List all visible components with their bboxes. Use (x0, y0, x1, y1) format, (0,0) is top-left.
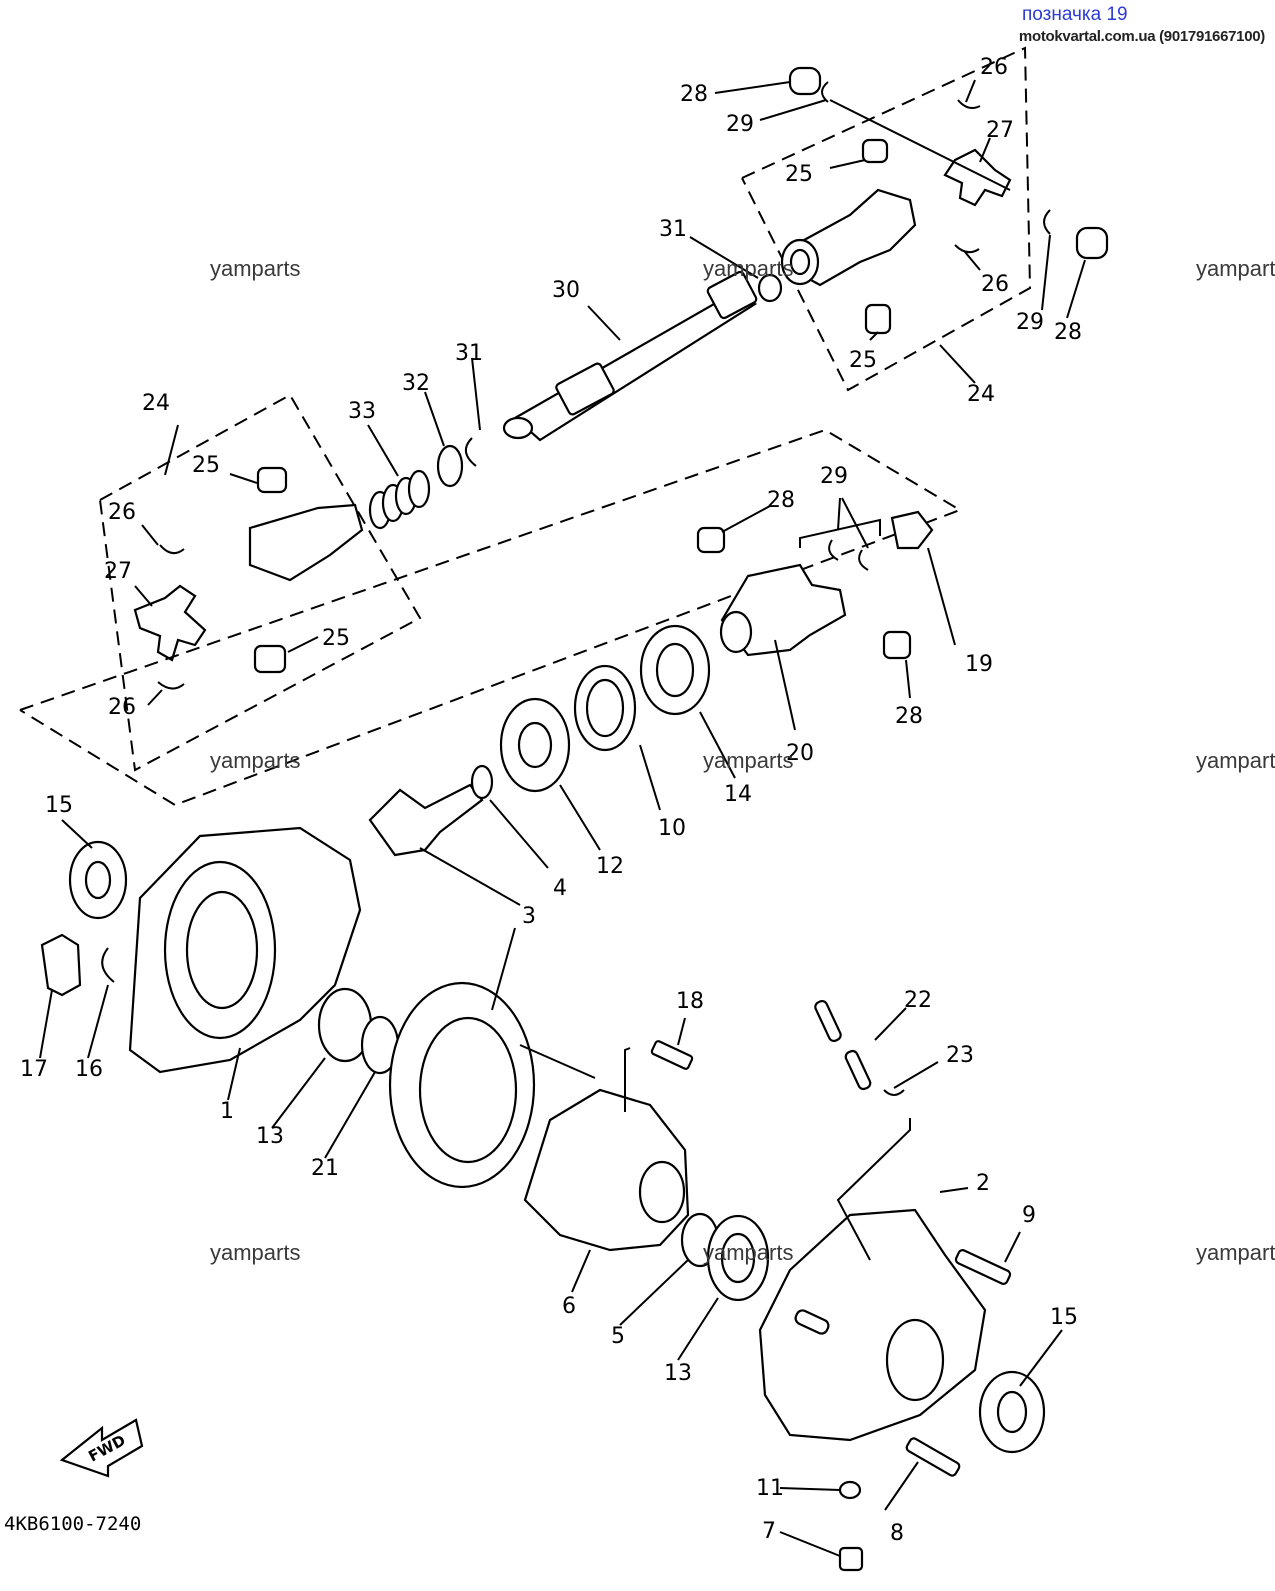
label-18: 18 (676, 989, 704, 1014)
label-14: 14 (724, 782, 752, 807)
label-28: 28 (767, 488, 795, 513)
label-24: 24 (142, 391, 170, 416)
label-28: 28 (895, 704, 923, 729)
label-22: 22 (904, 988, 932, 1013)
watermark: yamparts (703, 1240, 794, 1265)
label-27: 27 (104, 559, 132, 584)
label-9: 9 (1022, 1203, 1036, 1228)
watermark: yamparts (703, 256, 794, 281)
label-29: 29 (1016, 310, 1044, 335)
label-29: 29 (820, 464, 848, 489)
label-19: 19 (965, 652, 993, 677)
label-23: 23 (946, 1043, 974, 1068)
label-25: 25 (785, 162, 813, 187)
label-15: 15 (45, 793, 73, 818)
watermark: yamparts (703, 748, 794, 773)
fwd-arrow: FWD (59, 1418, 144, 1478)
label-28: 28 (680, 82, 708, 107)
watermark: yamparts (1196, 1240, 1275, 1265)
drive-shaft (502, 236, 783, 442)
rear-housing (758, 999, 1063, 1572)
label-6: 6 (562, 1294, 576, 1319)
label-15: 15 (1050, 1305, 1078, 1330)
label-17: 17 (20, 1057, 48, 1082)
differential (519, 1017, 770, 1361)
pinion-group (368, 497, 956, 906)
label-21: 21 (311, 1156, 339, 1181)
label-31: 31 (455, 341, 483, 366)
label-5: 5 (611, 1324, 625, 1349)
label-12: 12 (596, 854, 624, 879)
watermark: yamparts (210, 748, 301, 773)
label-26: 26 (108, 695, 136, 720)
label-33: 33 (348, 399, 376, 424)
front-housing (39, 819, 400, 1159)
spring (368, 469, 431, 530)
label-11: 11 (756, 1476, 784, 1501)
watermark: yamparts (1196, 748, 1275, 773)
label-29: 29 (726, 112, 754, 137)
label-8: 8 (890, 1521, 904, 1546)
label-32: 32 (402, 371, 430, 396)
label-2: 2 (976, 1171, 990, 1196)
contact-info: motokvartal.com.ua (901791667100) (1018, 28, 1265, 45)
left-joint-assembly (99, 357, 481, 772)
upper-joint-assembly (714, 46, 1109, 392)
label-31: 31 (659, 217, 687, 242)
diagram-tag: позначка 19 (1022, 4, 1128, 25)
label-1: 1 (220, 1099, 234, 1124)
part-labels: 28 29 26 27 25 31 26 30 29 28 25 31 32 2… (20, 55, 1082, 1546)
label-25: 25 (849, 348, 877, 373)
label-13: 13 (664, 1361, 692, 1386)
watermark: yamparts (210, 256, 301, 281)
label-30: 30 (552, 278, 580, 303)
label-7: 7 (762, 1519, 776, 1544)
label-10: 10 (658, 816, 686, 841)
label-4: 4 (553, 876, 567, 901)
label-25: 25 (322, 626, 350, 651)
label-24: 24 (967, 382, 995, 407)
watermark: yamparts (210, 1240, 301, 1265)
label-26: 26 (981, 272, 1009, 297)
diagram-code: 4KB6100-7240 (4, 1513, 141, 1535)
label-13: 13 (256, 1124, 284, 1149)
ring-gear (388, 927, 536, 1189)
label-28: 28 (1054, 320, 1082, 345)
label-16: 16 (75, 1057, 103, 1082)
label-3: 3 (522, 904, 536, 929)
label-20: 20 (786, 741, 814, 766)
watermark: yamparts (1196, 256, 1275, 281)
label-26: 26 (108, 500, 136, 525)
label-27: 27 (986, 118, 1014, 143)
label-26: 26 (980, 55, 1008, 80)
label-25: 25 (192, 453, 220, 478)
